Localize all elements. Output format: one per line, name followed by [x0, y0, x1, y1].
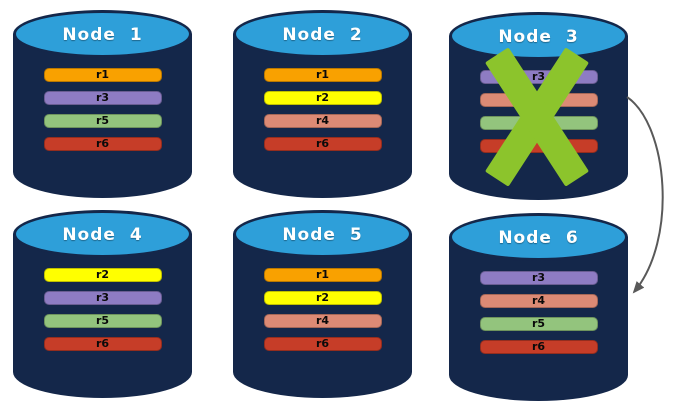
replica-bar: r4	[479, 294, 598, 308]
node-6: Node 6 r3 r4 r5 r6	[449, 213, 628, 401]
replica-bar: r4	[263, 114, 382, 128]
node-4-title: Node 4	[62, 225, 143, 245]
node-6-top: Node 6	[449, 213, 628, 261]
replica-bar: r6	[263, 137, 382, 151]
replica-bar: r2	[43, 268, 162, 282]
replica-bar: r6	[479, 340, 598, 354]
node-2: Node 2 r1 r2 r4 r6	[233, 10, 412, 198]
replica-bar: r1	[43, 68, 162, 82]
replica-bar: r3	[43, 291, 162, 305]
replica-bar: r5	[479, 317, 598, 331]
node-1: Node 1 r1 r3 r5 r6	[13, 10, 192, 198]
replica-bar: r6	[263, 337, 382, 351]
replica-bar: r1	[263, 68, 382, 82]
failure-x-icon	[484, 36, 590, 198]
node-3-title: Node 3	[498, 27, 579, 47]
replica-bar: r5	[43, 114, 162, 128]
node-5-body: r1 r2 r4 r6	[233, 234, 412, 398]
node-2-body: r1 r2 r4 r6	[233, 34, 412, 198]
node-6-title: Node 6	[498, 228, 579, 248]
replica-bar: r2	[263, 91, 382, 105]
node-1-top: Node 1	[13, 10, 192, 58]
replica-bar: r4	[263, 314, 382, 328]
node-5-top: Node 5	[233, 210, 412, 258]
node-5: Node 5 r1 r2 r4 r6	[233, 210, 412, 398]
node-2-title: Node 2	[282, 25, 363, 45]
node-4: Node 4 r2 r3 r5 r6	[13, 210, 192, 398]
node-3-top: Node 3	[449, 12, 628, 60]
replica-bar: r6	[43, 137, 162, 151]
node-3: Node 3 r3	[449, 12, 628, 200]
replica-bar: r3	[43, 91, 162, 105]
node-4-body: r2 r3 r5 r6	[13, 234, 192, 398]
replica-bar: r1	[263, 268, 382, 282]
replica-bar: r6	[43, 337, 162, 351]
node-1-body: r1 r3 r5 r6	[13, 34, 192, 198]
replica-bar: r5	[43, 314, 162, 328]
node-2-top: Node 2	[233, 10, 412, 58]
node-5-title: Node 5	[282, 225, 363, 245]
node-6-body: r3 r4 r5 r6	[449, 237, 628, 401]
replica-bar: r3	[479, 271, 598, 285]
replica-bar: r2	[263, 291, 382, 305]
node-4-top: Node 4	[13, 210, 192, 258]
node-1-title: Node 1	[62, 25, 143, 45]
